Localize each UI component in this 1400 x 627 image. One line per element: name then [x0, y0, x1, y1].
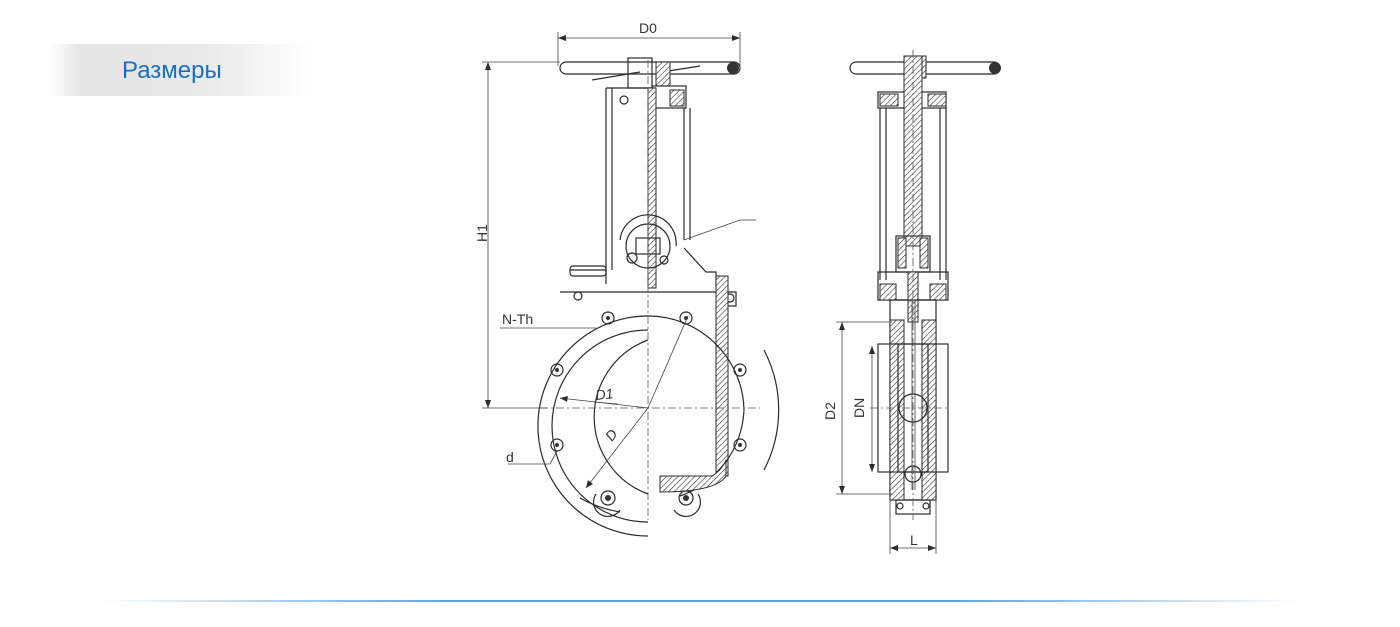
section-title-tab: Размеры — [50, 44, 310, 96]
label-d-small: d — [506, 449, 514, 465]
front-view — [482, 32, 780, 537]
bottom-divider — [100, 600, 1300, 602]
label-d: D — [602, 426, 621, 444]
label-h1: H1 — [474, 224, 490, 242]
label-d1: D1 — [595, 385, 614, 403]
side-view — [836, 50, 1001, 554]
label-dn: DN — [851, 398, 867, 418]
label-n-th: N-Th — [502, 311, 533, 327]
label-d0: D0 — [639, 20, 657, 36]
section-title: Размеры — [122, 57, 222, 84]
label-d2: D2 — [822, 402, 838, 420]
label-l: L — [910, 532, 918, 548]
